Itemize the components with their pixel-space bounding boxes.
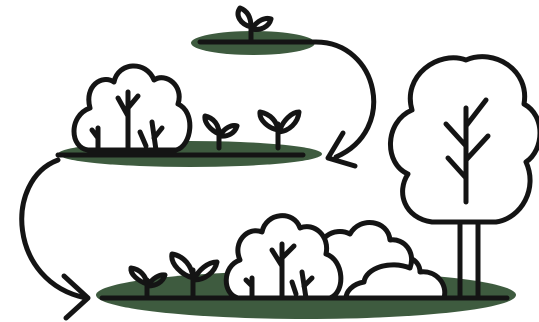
stage-1 [191,8,315,55]
seedling-icon [260,112,299,148]
shrub-icon [74,66,190,150]
stage-2 [58,66,322,167]
shrub-icon [226,216,341,298]
arrow-icon [22,160,88,318]
